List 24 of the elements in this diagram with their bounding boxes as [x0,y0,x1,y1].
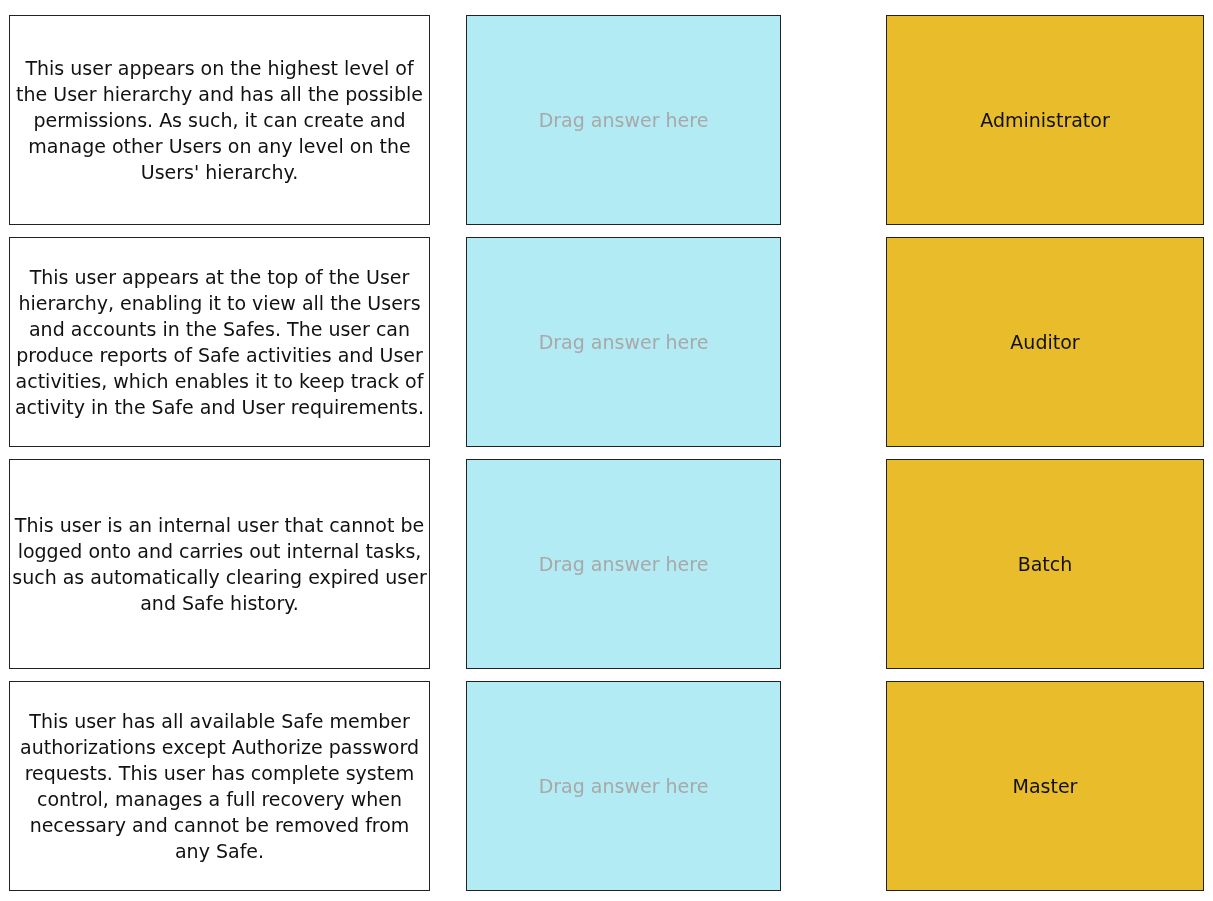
drop-zone [466,459,781,669]
placeholder-text: Drag answer here [538,553,709,575]
drop-zone [466,15,781,225]
description-card [9,681,430,891]
description-text: This user appears at the top of the User hierarchy, enabling it to view all the Users and accounts in the Safes. The user can produce reports of Safe activities and User activities, which enables it to keep track of activity in the Safe and User requirements. [13,265,426,420]
answer-label: Batch [1017,553,1073,575]
placeholder-text: Drag answer here [538,109,709,131]
placeholder-text: Drag answer here [538,775,709,797]
answer-tile [886,459,1204,669]
answer-label: Master [1012,775,1078,797]
drop-zone [466,237,781,447]
description-text: This user appears on the highest level of the User hierarchy and has all the possible permissions. As such, it can create and manage other Users on any level on the Users' hierarchy. [15,56,424,185]
answer-tile [886,681,1204,891]
description-card [9,15,430,225]
description-card [9,237,430,447]
answer-label: Administrator [980,109,1110,131]
drop-zone [466,681,781,891]
answer-tile [886,237,1204,447]
answer-label: Auditor [1010,331,1080,353]
description-card [9,459,430,669]
answer-tile [886,15,1204,225]
description-text: This user is an internal user that cannot be logged onto and carries out internal tasks, such as automatically clearing expired user and Safe history. [12,513,427,616]
placeholder-text: Drag answer here [538,331,709,353]
description-text: This user has all available Safe member authorizations except Authorize password requests. This user has complete system control, manages a full recovery when necessary and cannot be removed from any Safe. [19,709,420,864]
